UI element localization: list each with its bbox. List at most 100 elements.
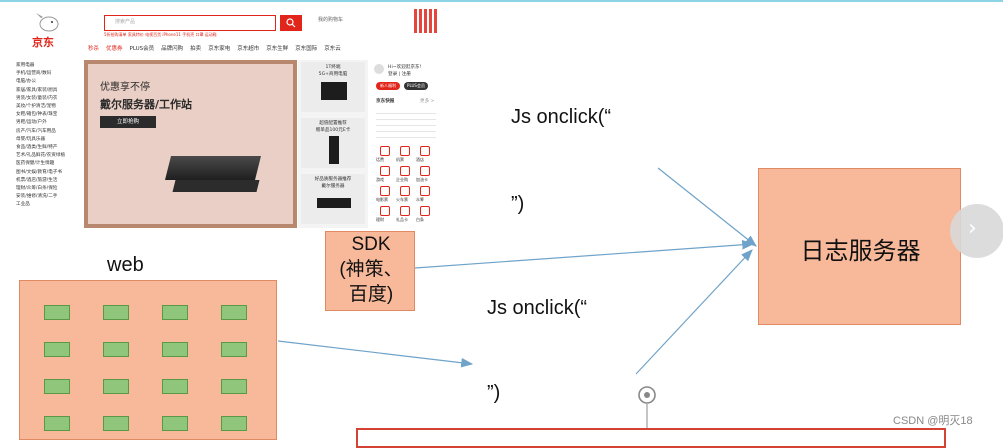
jd-nav-item[interactable]: 京东超市	[237, 46, 260, 52]
web-element-cell[interactable]	[103, 305, 129, 320]
jd-nav-item[interactable]: 京东云	[324, 46, 341, 52]
jd-category-item[interactable]: 男装/女装/童装/内衣	[16, 95, 58, 101]
jd-search-input[interactable]: 搜索产品	[104, 15, 276, 31]
web-element-cell[interactable]	[221, 342, 247, 357]
jd-nav-item[interactable]: 京东国际	[295, 46, 318, 52]
js-onclick-bottom-line-1: Js onclick(“	[487, 297, 588, 319]
service-icon[interactable]	[420, 146, 430, 156]
next-slide-button[interactable]: ›	[950, 204, 1003, 258]
sdk-box[interactable]: SDK (神策、 百度)	[325, 231, 415, 311]
jd-side-ads: 1T终端 5G+商用电脑 超值配置推荐 赠单品100元E卡 好品质服务器推荐 戴…	[298, 60, 368, 228]
web-element-cell[interactable]	[221, 379, 247, 394]
side-ad-3[interactable]: 好品质服务器推荐 戴尔服务器	[301, 174, 365, 224]
greeting-text: Hi~欢迎逛京东!	[388, 65, 422, 70]
jd-category-item[interactable]: 医药保健/计生情趣	[16, 161, 55, 167]
selected-shape-outline[interactable]	[356, 428, 946, 448]
jd-category-item[interactable]: 图书/文娱/教育/电子书	[16, 169, 62, 175]
jd-category-item[interactable]: 工业品	[16, 202, 30, 208]
jd-category-item[interactable]: 理财/众筹/白条/保险	[16, 186, 58, 192]
side-ad-1[interactable]: 1T终端 5G+商用电脑	[301, 62, 365, 112]
service-icon[interactable]	[400, 206, 410, 216]
arrow-sdk-to-server	[414, 239, 755, 269]
service-icon[interactable]	[420, 186, 430, 196]
sdk-label-line-1: SDK	[351, 234, 391, 255]
jd-nav-item[interactable]: 秒杀	[88, 46, 100, 52]
service-icon[interactable]	[380, 206, 390, 216]
banner-title: 优惠享不停	[100, 82, 150, 93]
service-label: 礼品卡	[396, 217, 408, 222]
new-user-button[interactable]: 新人福利	[376, 82, 400, 90]
web-element-cell[interactable]	[221, 305, 247, 320]
watermark: CSDN @明灭18	[893, 415, 973, 427]
top-border-line	[0, 0, 1003, 2]
jd-category-item[interactable]: 食品/酒类/生鲜/特产	[16, 145, 58, 151]
jd-category-item[interactable]: 房产/汽车/汽车用品	[16, 128, 56, 134]
web-element-cell[interactable]	[162, 379, 188, 394]
jd-category-item[interactable]: 艺术/礼品鲜花/农资绿植	[16, 153, 66, 159]
jd-cart-link[interactable]: 我的购物车	[318, 17, 344, 23]
news-title: 京东快报	[376, 99, 395, 104]
jd-nav-item[interactable]: 优惠券	[106, 46, 123, 52]
side-ad-2[interactable]: 超值配置推荐 赠单品100元E卡	[301, 118, 365, 168]
web-element-cell[interactable]	[44, 379, 70, 394]
service-icon[interactable]	[420, 206, 430, 216]
web-element-cell[interactable]	[221, 416, 247, 431]
jd-category-item[interactable]: 女鞋/箱包/钟表/珠宝	[16, 112, 58, 118]
web-element-cell[interactable]	[162, 416, 188, 431]
service-icon[interactable]	[400, 166, 410, 176]
web-element-cell[interactable]	[103, 342, 129, 357]
jd-nav-item[interactable]: PLUS会员	[129, 46, 155, 52]
jd-nav-bar: 秒杀优惠券 PLUS会员品牌闪购拍卖京东家电京东超市京东生鲜京东国际京东云	[88, 44, 348, 54]
jd-category-item[interactable]: 手机/运营商/数码	[16, 71, 52, 77]
web-element-cell[interactable]	[162, 305, 188, 320]
chevron-right-icon: ›	[968, 216, 977, 241]
jd-category-item[interactable]: 家用电器	[16, 63, 35, 68]
jd-banner[interactable]: 优惠享不停 戴尔服务器/工作站 立即抢购	[84, 60, 297, 228]
jd-nav-item[interactable]: 品牌闪购	[161, 46, 184, 52]
jd-nav-item[interactable]: 京东生鲜	[266, 46, 289, 52]
log-server-box[interactable]: 日志服务器	[758, 168, 961, 325]
jd-nav-item[interactable]: 拍卖	[190, 46, 202, 52]
service-icon[interactable]	[380, 166, 390, 176]
jd-category-item[interactable]: 电脑/办公	[16, 79, 36, 85]
service-icon[interactable]	[400, 186, 410, 196]
jd-category-item[interactable]: 安装/维修/清洗/二手	[16, 194, 58, 200]
web-element-cell[interactable]	[44, 305, 70, 320]
side-ad-3-top: 好品质服务器推荐	[314, 177, 352, 182]
news-more-link[interactable]: 更多 >	[420, 99, 435, 104]
rack-server-image	[317, 198, 351, 208]
banner-buy-button[interactable]: 立即抢购	[100, 116, 156, 128]
jd-homepage-screenshot: 京东 搜索产品 我的购物车 5折抢购清单 家具特价 电视百货 iPhone11 …	[10, 4, 442, 230]
js-onclick-bottom-line-2: ”)	[487, 382, 501, 404]
service-label: 企业购	[396, 177, 408, 182]
jd-nav-item[interactable]: 京东家电	[208, 46, 231, 52]
service-label: 理财	[376, 217, 384, 222]
monitor-image	[321, 82, 347, 100]
service-label: 话费	[376, 157, 384, 162]
jd-category-item[interactable]: 美妆/个护清洁/宠物	[16, 104, 56, 110]
web-element-cell[interactable]	[103, 416, 129, 431]
web-box[interactable]	[19, 280, 277, 440]
web-element-cell[interactable]	[44, 416, 70, 431]
jd-category-item[interactable]: 男鞋/运动/户外	[16, 120, 47, 126]
jd-search-button[interactable]	[280, 15, 302, 31]
banner-subtitle: 戴尔服务器/工作站	[100, 98, 193, 111]
jd-dog-logo-icon	[36, 13, 59, 32]
plus-button[interactable]: PLUS会员	[404, 82, 428, 90]
service-label: 加油卡	[416, 177, 428, 182]
jd-category-item[interactable]: 机票/酒店/旅游/生活	[16, 177, 58, 183]
login-link[interactable]: 登录 | 注册	[388, 72, 411, 77]
web-element-cell[interactable]	[103, 379, 129, 394]
service-icon[interactable]	[380, 146, 390, 156]
service-icon[interactable]	[400, 146, 410, 156]
service-icon[interactable]	[420, 166, 430, 176]
rotate-handle-icon[interactable]	[636, 384, 658, 434]
jd-category-item[interactable]: 母婴/玩具乐器	[16, 136, 46, 142]
jd-category-item[interactable]: 家居/家具/家装/厨具	[16, 87, 58, 93]
web-element-cell[interactable]	[44, 342, 70, 357]
web-label: web	[107, 254, 144, 276]
service-label: 机票	[396, 157, 404, 162]
jd-qr-code	[414, 9, 438, 33]
service-icon[interactable]	[380, 186, 390, 196]
web-element-cell[interactable]	[162, 342, 188, 357]
